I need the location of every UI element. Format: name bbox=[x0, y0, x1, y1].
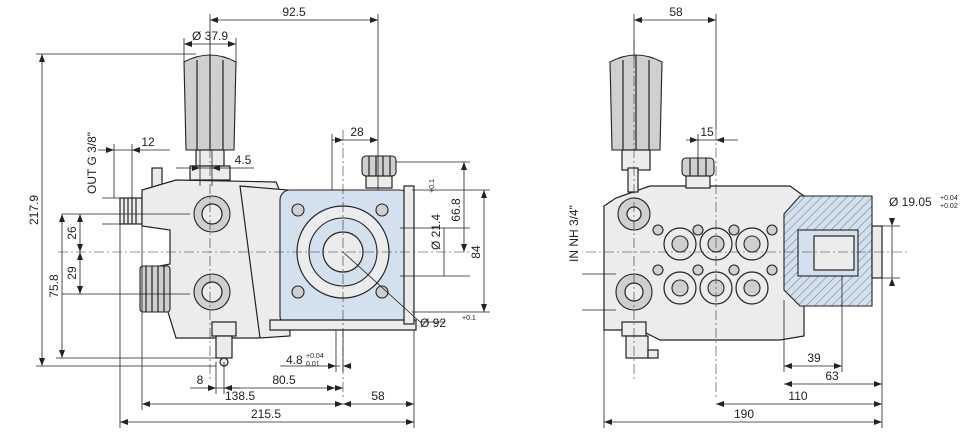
dim-in-thread: IN NH 3/4" bbox=[567, 205, 581, 262]
dim-80-5: 80.5 bbox=[272, 373, 296, 387]
dim-84: 84 bbox=[469, 245, 483, 259]
dim-4-8: 4.8 bbox=[286, 353, 303, 367]
drain-plug bbox=[211, 321, 237, 367]
dim-63: 63 bbox=[825, 369, 839, 383]
dim-d92: Ø 92 bbox=[420, 316, 446, 330]
dim-92-5: 92.5 bbox=[282, 5, 306, 19]
dim-15: 15 bbox=[700, 125, 714, 139]
dim-d37-9: Ø 37.9 bbox=[192, 29, 228, 43]
dim-26: 26 bbox=[65, 226, 79, 240]
dim-out-thread: OUT G 3/8" bbox=[85, 132, 99, 194]
dim-8: 8 bbox=[197, 373, 204, 387]
dim-12: 12 bbox=[141, 135, 155, 149]
side-view: 92.5 Ø 37.9 28 12 4.5 OUT G 3/8" bbox=[27, 5, 490, 428]
front-view: 58 15 IN NH 3/4" Ø 19.05 +0.04 +0.02 39 … bbox=[567, 5, 958, 428]
dim-58-front: 58 bbox=[669, 5, 683, 19]
dim-66-8: 66.8 bbox=[449, 198, 463, 222]
dim-138-5: 138.5 bbox=[225, 389, 255, 403]
dim-4-5: 4.5 bbox=[235, 153, 252, 167]
side-knob bbox=[139, 265, 171, 313]
oil-cap bbox=[361, 155, 397, 189]
dim-39: 39 bbox=[807, 351, 821, 365]
dim-d21-4-tol: +0.1 bbox=[429, 179, 436, 193]
dim-d21-4: Ø 21.4 bbox=[429, 214, 443, 250]
dim-58-side: 58 bbox=[371, 389, 385, 403]
dim-110: 110 bbox=[788, 389, 807, 403]
dim-d19-05-tol-up: +0.04 bbox=[940, 195, 958, 202]
front-regulator-knob bbox=[609, 54, 663, 171]
dim-4-8-tol-up: +0.04 bbox=[306, 353, 324, 360]
shaft-housing-section bbox=[783, 195, 883, 307]
dim-29: 29 bbox=[65, 266, 79, 280]
dim-217-9: 217.9 bbox=[27, 195, 41, 225]
dim-215-5: 215.5 bbox=[251, 407, 281, 421]
dim-d92-tol: +0.1 bbox=[462, 315, 476, 322]
dim-28: 28 bbox=[350, 125, 364, 139]
dim-d19-05-tol-dn: +0.02 bbox=[940, 203, 958, 210]
dim-4-8-tol-dn: 0.01 bbox=[306, 361, 320, 368]
dim-75-8: 75.8 bbox=[47, 274, 61, 298]
dim-190: 190 bbox=[734, 407, 754, 421]
dim-d19-05: Ø 19.05 bbox=[889, 195, 932, 209]
